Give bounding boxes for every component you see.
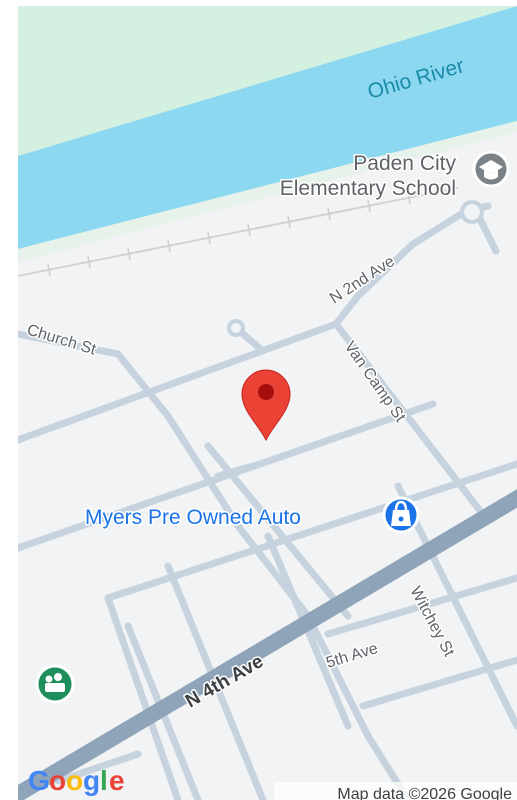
attribution-bg — [274, 782, 517, 800]
svg-text:e: e — [109, 765, 125, 796]
cul-de-sac-circle-2 — [460, 200, 484, 224]
map-view[interactable]: Ohio River Paden City Elementary School … — [18, 6, 517, 800]
svg-text:g: g — [83, 765, 100, 796]
street-cross-2 — [104, 594, 182, 800]
railroad-line — [18, 187, 459, 277]
railroad-ties — [47, 191, 411, 277]
street-stub — [214, 462, 257, 480]
cul-de-sac-circle — [227, 319, 245, 337]
place-label-school-line2: Elementary School — [280, 177, 456, 200]
street-witchey-st — [394, 482, 517, 730]
svg-text:o: o — [66, 765, 83, 796]
map-pin-icon[interactable] — [241, 369, 291, 442]
google-logo: G o o g l e — [28, 765, 125, 796]
street-van-camp-st — [332, 320, 492, 525]
street-church-st — [18, 330, 412, 800]
svg-text:o: o — [49, 765, 66, 796]
svg-text:G: G — [28, 765, 50, 796]
street-diagonal-6 — [54, 750, 142, 785]
river-water — [18, 6, 517, 249]
highway-n-4th-ave — [18, 489, 517, 800]
map-attribution[interactable]: Map data ©2026 Google — [337, 786, 512, 800]
riverbank — [18, 121, 517, 262]
street-diagonal-3 — [104, 460, 517, 602]
map-canvas: Ohio River Paden City Elementary School … — [18, 6, 517, 800]
amusement-icon[interactable] — [35, 664, 75, 704]
svg-text:l: l — [100, 765, 108, 796]
shopping-bag-icon[interactable] — [382, 496, 420, 534]
minor-streets — [18, 202, 517, 800]
school-icon[interactable] — [472, 150, 510, 188]
street-5th-ave — [324, 574, 517, 638]
street-n-2nd-ave-west — [18, 320, 340, 444]
place-label-school-line1: Paden City — [353, 152, 456, 175]
place-label-auto-dealer[interactable]: Myers Pre Owned Auto — [84, 505, 303, 531]
